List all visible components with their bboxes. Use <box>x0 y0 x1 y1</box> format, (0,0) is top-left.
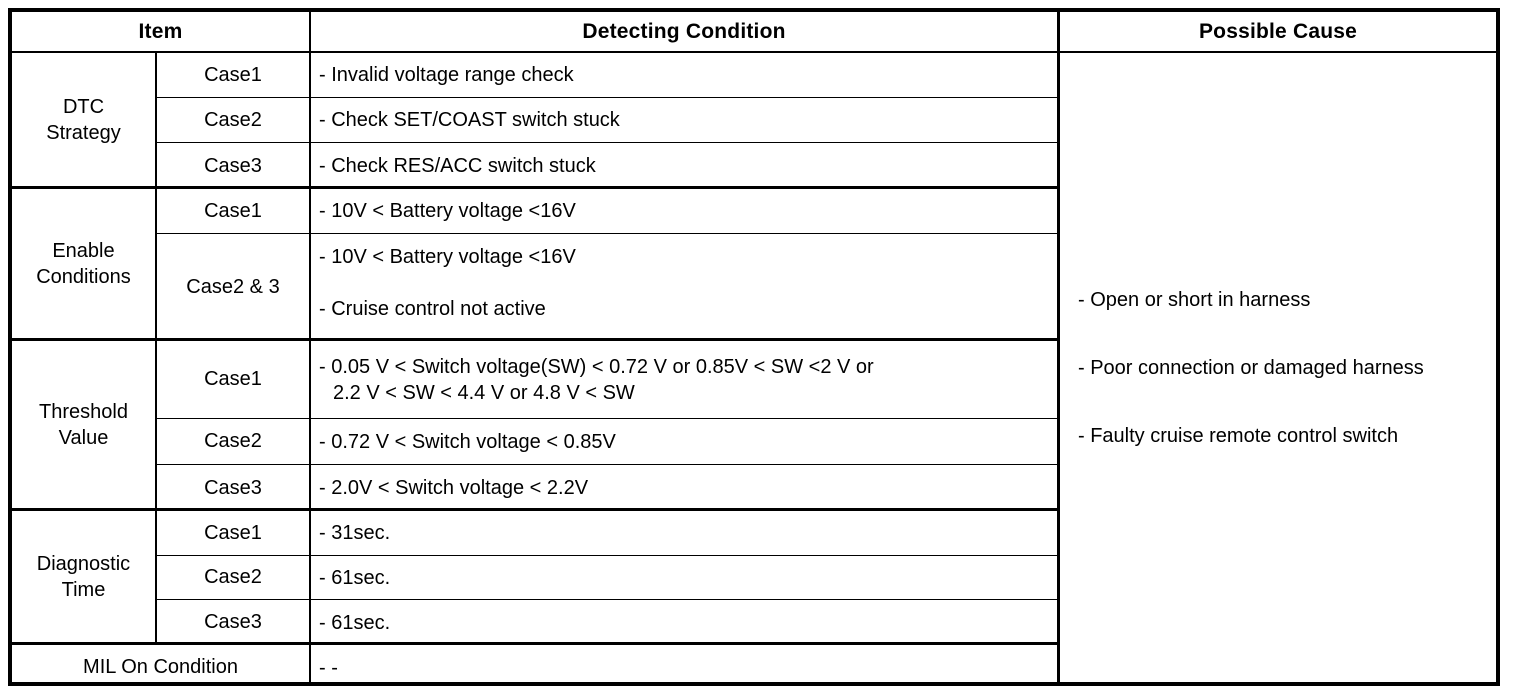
case-label: Case3 <box>204 154 262 177</box>
case-label: Case1 <box>157 189 309 234</box>
detect-group-dtc-strategy: - Invalid voltage range check - Check SE… <box>311 53 1057 189</box>
detect-cell: - 10V < Battery voltage <16V <box>311 189 1057 234</box>
detect-cell: - Check SET/COAST switch stuck <box>311 98 1057 143</box>
group-enable-conditions: Enable Conditions Case1 Case2 & 3 <box>12 189 309 341</box>
detect-line: - 2.0V < Switch voltage < 2.2V <box>319 477 589 499</box>
group-label-threshold-value: Threshold Value <box>12 341 157 508</box>
detect-cell: - - <box>311 645 1057 690</box>
case-label: Case2 <box>157 419 309 465</box>
detect-line: - Check RES/ACC switch stuck <box>319 155 596 177</box>
detect-cell: - 61sec. <box>311 600 1057 645</box>
detect-line: - - <box>319 656 338 679</box>
detect-cell: - 2.0V < Switch voltage < 2.2V <box>311 465 1057 511</box>
group-label-diagnostic-time: Diagnostic Time <box>12 511 157 642</box>
header-possible-cause: Possible Cause <box>1060 12 1496 53</box>
group-label-line1: DTC <box>62 95 105 118</box>
dtc-diagnostic-table: Item DTC Strategy Case1 Case2 Case3 <box>8 8 1500 686</box>
mil-on-condition-label: MIL On Condition <box>83 656 238 678</box>
detect-group-mil-on-condition: - - <box>311 645 1057 690</box>
possible-cause-item: - Open or short in harness <box>1078 288 1311 311</box>
case-label: Case3 <box>204 476 262 499</box>
detect-group-enable-conditions: - 10V < Battery voltage <16V - 10V < Bat… <box>311 189 1057 341</box>
group-threshold-value: Threshold Value Case1 Case2 Case3 <box>12 341 309 511</box>
group-label-line2: Time <box>61 578 106 601</box>
detect-line: - Cruise control not active <box>319 298 546 320</box>
possible-cause-list: - Open or short in harness - Poor connec… <box>1060 53 1496 682</box>
header-detecting-condition: Detecting Condition <box>311 12 1057 53</box>
detect-line: - 0.05 V < Switch voltage(SW) < 0.72 V o… <box>319 355 874 378</box>
group-label-line1: Threshold <box>39 400 128 423</box>
group-label-dtc-strategy: DTC Strategy <box>12 53 157 186</box>
detect-line: - 10V < Battery voltage <16V <box>319 200 576 222</box>
group-label-enable-conditions: Enable Conditions <box>12 189 157 338</box>
detect-line: - 0.72 V < Switch voltage < 0.85V <box>319 430 616 453</box>
header-item: Item <box>12 12 309 53</box>
case-label: Case1 <box>157 53 309 98</box>
detect-line: - 61sec. <box>319 566 391 589</box>
possible-cause-gap <box>1078 381 1488 423</box>
case-label: Case2 <box>157 556 309 600</box>
detect-line: - Check SET/COAST switch stuck <box>319 109 620 131</box>
group-label-line2: Conditions <box>36 265 131 288</box>
detect-line: - Invalid voltage range check <box>319 64 574 86</box>
detect-cell: - 61sec. <box>311 556 1057 600</box>
case-label: Case1 <box>157 341 309 419</box>
possible-cause-gap <box>1078 313 1488 355</box>
detect-cell: - Invalid voltage range check <box>311 53 1057 98</box>
detect-spacer <box>319 270 1051 296</box>
group-mil-on-condition: MIL On Condition <box>12 645 309 690</box>
detect-cell: - Check RES/ACC switch stuck <box>311 143 1057 189</box>
group-label-line2: Value <box>58 426 109 449</box>
possible-cause-item: - Faulty cruise remote control switch <box>1078 424 1399 447</box>
detect-line: - 61sec. <box>319 611 391 634</box>
detect-line: - 31sec. <box>319 522 391 544</box>
group-diagnostic-time: Diagnostic Time Case1 Case2 Case3 <box>12 511 309 645</box>
detect-cell: - 0.05 V < Switch voltage(SW) < 0.72 V o… <box>311 341 1057 419</box>
group-label-line1: Enable <box>52 239 115 262</box>
column-possible-cause: Possible Cause - Open or short in harnes… <box>1060 12 1496 682</box>
case-label: Case3 <box>204 611 262 633</box>
detect-group-threshold-value: - 0.05 V < Switch voltage(SW) < 0.72 V o… <box>311 341 1057 511</box>
group-cases-dtc-strategy: Case1 Case2 Case3 <box>157 53 309 186</box>
case-label: Case1 <box>157 511 309 556</box>
group-label-line2: Strategy <box>46 121 121 144</box>
detect-cell: - 0.72 V < Switch voltage < 0.85V <box>311 419 1057 465</box>
group-cases-enable-conditions: Case1 Case2 & 3 <box>157 189 309 338</box>
detect-cell: - 31sec. <box>311 511 1057 556</box>
case-label: Case2 & 3 <box>186 276 280 298</box>
column-item: Item DTC Strategy Case1 Case2 Case3 <box>12 12 309 682</box>
detect-line: - 10V < Battery voltage <16V <box>319 246 576 268</box>
detect-cell: - 10V < Battery voltage <16V - Cruise co… <box>311 234 1057 341</box>
case-label: Case2 <box>157 98 309 143</box>
detect-line-continuation: 2.2 V < SW < 4.4 V or 4.8 V < SW <box>333 381 635 404</box>
group-cases-diagnostic-time: Case1 Case2 Case3 <box>157 511 309 642</box>
group-label-line1: Diagnostic <box>36 552 131 575</box>
group-dtc-strategy: DTC Strategy Case1 Case2 Case3 <box>12 53 309 189</box>
possible-cause-item: - Poor connection or damaged harness <box>1078 356 1424 379</box>
column-detecting-condition: Detecting Condition - Invalid voltage ra… <box>309 12 1060 682</box>
detect-group-diagnostic-time: - 31sec. - 61sec. - 61sec. <box>311 511 1057 645</box>
group-cases-threshold-value: Case1 Case2 Case3 <box>157 341 309 508</box>
